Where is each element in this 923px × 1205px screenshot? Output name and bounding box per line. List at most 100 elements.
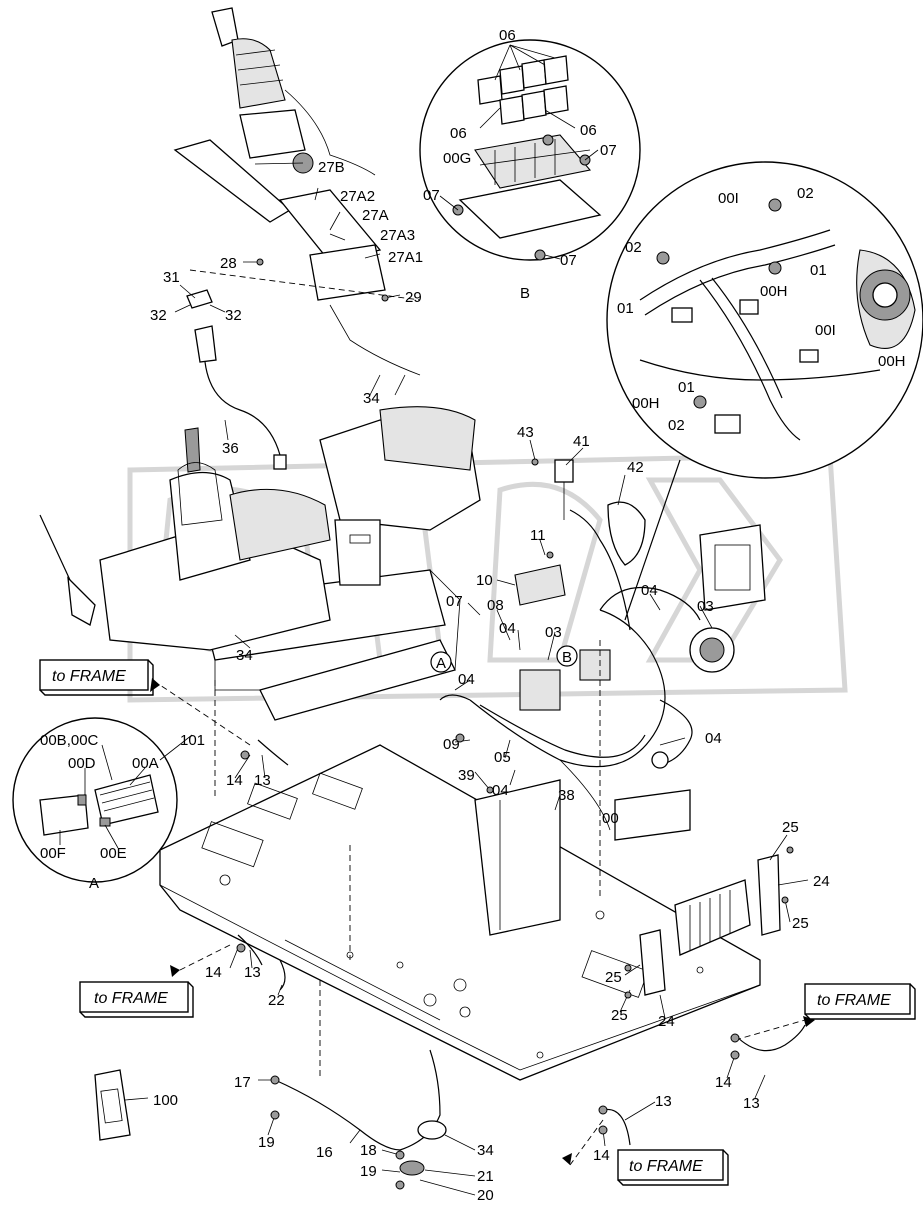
callout-41: 41 (573, 433, 590, 450)
callout-25: 25 (782, 819, 799, 836)
callout-34: 34 (477, 1142, 494, 1159)
callout-13: 13 (655, 1093, 672, 1110)
callout-04: 04 (499, 620, 516, 637)
callout-08: 08 (487, 597, 504, 614)
callout-17: 17 (234, 1074, 251, 1091)
callout-14: 14 (205, 964, 222, 981)
callout-25: 25 (605, 969, 622, 986)
callout-01: 01 (617, 300, 634, 317)
callout-07: 07 (423, 187, 440, 204)
callout-04: 04 (492, 782, 509, 799)
callout-21: 21 (477, 1168, 494, 1185)
relay-41 (554, 459, 574, 520)
callout-31: 31 (163, 269, 180, 286)
to-frame-label-3: to FRAME (804, 983, 916, 1020)
left-control-console (39, 427, 331, 651)
callout-07: 07 (560, 252, 577, 269)
callout-02: 02 (668, 417, 685, 434)
callout-100: 100 (153, 1092, 178, 1109)
callout-09: 09 (443, 736, 460, 753)
callout-25: 25 (611, 1007, 628, 1024)
callout-00I: 00I (718, 190, 739, 207)
callout-101: 101 (180, 732, 205, 749)
callout-11: 11 (530, 527, 546, 544)
inset-circle-B (419, 39, 641, 261)
callout-00H: 00H (878, 353, 906, 370)
inset-circle-A (12, 717, 178, 883)
callout-13: 13 (244, 964, 261, 981)
callout-24: 24 (813, 873, 830, 890)
decal-100 (94, 1069, 131, 1141)
callout-27A3: 27A3 (380, 227, 415, 244)
callout-13: 13 (743, 1095, 760, 1112)
main-wire-harness (439, 509, 701, 831)
svg-text:to FRAME: to FRAME (94, 990, 168, 1007)
ground-cable-16 (274, 1049, 447, 1176)
buzzer-04 (651, 751, 669, 769)
callout-10: 10 (476, 572, 493, 589)
callout-43: 43 (517, 424, 534, 441)
callout-32: 32 (150, 307, 167, 324)
marker-circle-A: A (430, 651, 452, 673)
callout-00I: 00I (815, 322, 836, 339)
leader-lines (159, 269, 806, 1166)
callout-leaders (59, 44, 809, 1196)
callout-07: 07 (446, 593, 463, 610)
to-frame-label-1: to FRAME (39, 659, 154, 696)
inset-leader (624, 459, 681, 621)
callout-00H: 00H (760, 283, 788, 300)
svg-text:B: B (562, 649, 572, 666)
callout-01: 01 (678, 379, 695, 396)
speaker-03 (689, 627, 735, 673)
callout-03: 03 (697, 598, 714, 615)
callout-00F: 00F (40, 845, 66, 862)
callout-01: 01 (810, 262, 827, 279)
callout-00D: 00D (68, 755, 96, 772)
switch-and-harness-36 (186, 289, 287, 470)
callout-32: 32 (225, 307, 242, 324)
callout-25: 25 (792, 915, 809, 932)
controller-box-10 (514, 564, 566, 606)
callout-22: 22 (268, 992, 285, 1009)
callout-38: 38 (558, 787, 575, 804)
callout-27A2: 27A2 (340, 188, 375, 205)
callout-14: 14 (715, 1074, 732, 1091)
callout-00H: 00H (632, 395, 660, 412)
callout-04: 04 (641, 582, 658, 599)
callout-24: 24 (658, 1013, 675, 1030)
marker-circle-B: B (556, 645, 578, 667)
callout-36: 36 (222, 440, 239, 457)
callout-29: 29 (405, 289, 422, 306)
callout-B: B (520, 285, 530, 302)
horn-42 (607, 501, 646, 566)
callout-07: 07 (600, 142, 617, 159)
callout-06: 06 (580, 122, 597, 139)
inset-circle-harness (606, 161, 923, 479)
callout-06: 06 (450, 125, 467, 142)
svg-text:to FRAME: to FRAME (817, 992, 891, 1009)
callout-04: 04 (458, 671, 475, 688)
callout-14: 14 (226, 772, 243, 789)
callout-06: 06 (499, 27, 516, 44)
callout-00: 00 (602, 810, 619, 827)
callout-28: 28 (220, 255, 237, 272)
to-frame-label-2: to FRAME (79, 981, 194, 1018)
callout-16: 16 (316, 1144, 333, 1161)
callout-14: 14 (593, 1147, 610, 1164)
bracket-24-25 (639, 854, 781, 996)
callout-42: 42 (627, 459, 644, 476)
callout-04: 04 (705, 730, 722, 747)
callout-03: 03 (545, 624, 562, 641)
ground-cable-13 (237, 739, 806, 1146)
right-control-console (319, 406, 481, 586)
ecu-module (699, 524, 766, 611)
callout-A: A (89, 875, 99, 892)
callout-00A: 00A (132, 755, 159, 772)
callout-00E: 00E (100, 845, 127, 862)
callout-34: 34 (363, 390, 380, 407)
svg-text:to FRAME: to FRAME (52, 668, 126, 685)
callout-02: 02 (797, 185, 814, 202)
callout-05: 05 (494, 749, 511, 766)
